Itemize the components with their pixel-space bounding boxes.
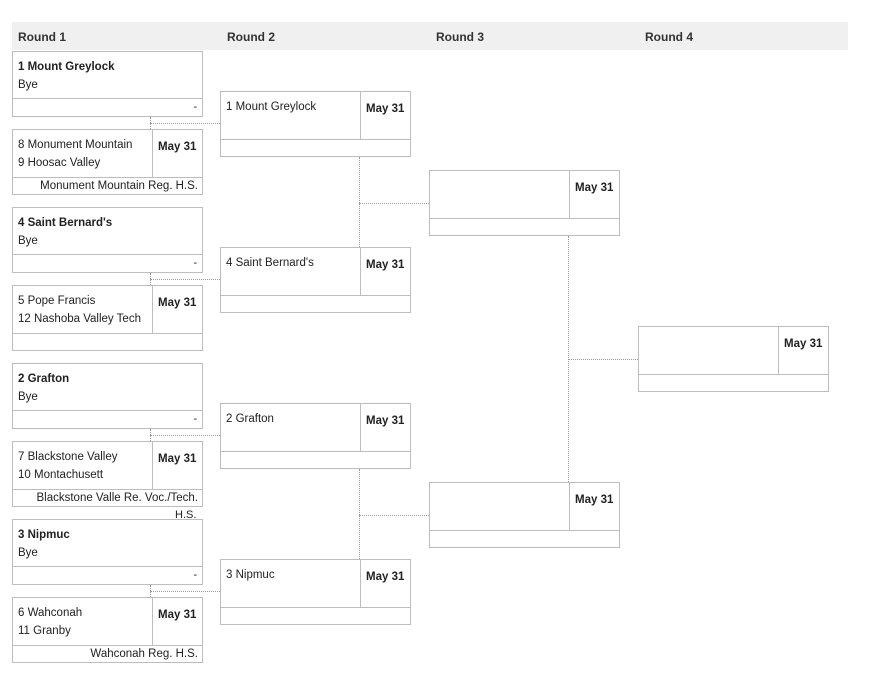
r1-m7-team: 3 Nipmuc (18, 529, 70, 541)
r4-m1-date: May 31 (784, 338, 823, 350)
r2-match-2[interactable]: 4 Saint Bernard's May 31 (220, 247, 411, 313)
round-3-label: Round 3 (436, 30, 484, 44)
r2-match-3[interactable]: 2 Grafton May 31 (220, 403, 411, 469)
r1-m7-dash: - (193, 569, 197, 581)
r1-m3-team: 4 Saint Bernard's (18, 217, 113, 229)
r2-m1-team: 1 Mount Greylock (226, 101, 317, 113)
r2-m3-date: May 31 (366, 415, 405, 427)
r1-m5-dash: - (193, 413, 197, 425)
r1-g4-venue: Wahconah Reg. H.S. (90, 648, 198, 660)
r1-m1-opponent: Bye (18, 79, 38, 91)
connector (359, 203, 429, 204)
connector (150, 591, 220, 592)
r2-m3-team: 2 Grafton (226, 413, 274, 425)
r1-game-match-4[interactable]: 6 Wahconah 11 Granby May 31 Wahconah Reg… (12, 597, 203, 663)
r2-m2-team: 4 Saint Bernard's (226, 257, 314, 269)
r1-m5-team: 2 Grafton (18, 373, 70, 385)
r1-g3-date: May 31 (158, 453, 197, 465)
r1-g1-team2: 9 Hoosac Valley (18, 157, 101, 169)
round-4-label: Round 4 (645, 30, 693, 44)
r1-g2-date: May 31 (158, 297, 197, 309)
r2-match-1[interactable]: 1 Mount Greylock May 31 (220, 91, 411, 157)
r1-g3-venue: Blackstone Valle Re. Voc./Tech. (36, 492, 198, 504)
r1-game-match-3[interactable]: 7 Blackstone Valley 10 Montachusett May … (12, 441, 203, 507)
r1-g3-team2: 10 Montachusett (18, 469, 104, 481)
r1-g1-venue: Monument Mountain Reg. H.S. (40, 180, 198, 192)
r1-bye-match-1[interactable]: 1 Mount Greylock Bye - (12, 51, 203, 117)
r1-g4-team2: 11 Granby (18, 625, 71, 637)
r1-g3-venue-overflow: H.S. (175, 509, 197, 521)
r3-m2-date: May 31 (575, 494, 614, 506)
connector (568, 359, 638, 360)
connector (150, 279, 220, 280)
connector (150, 123, 220, 124)
r1-m7-opponent: Bye (18, 547, 38, 559)
connector (150, 435, 220, 436)
r3-match-1[interactable]: May 31 (429, 170, 620, 236)
r1-game-match-2[interactable]: 5 Pope Francis 12 Nashoba Valley Tech Ma… (12, 285, 203, 351)
r1-m5-opponent: Bye (18, 391, 38, 403)
r1-bye-match-2[interactable]: 4 Saint Bernard's Bye - (12, 207, 203, 273)
r1-g1-team1: 8 Monument Mountain (18, 139, 133, 151)
r3-match-2[interactable]: May 31 (429, 482, 620, 548)
connector (359, 469, 360, 559)
r1-m1-team: 1 Mount Greylock (18, 61, 115, 73)
r1-m1-dash: - (193, 101, 197, 113)
r2-m1-date: May 31 (366, 103, 405, 115)
connector (359, 157, 360, 247)
r1-m3-opponent: Bye (18, 235, 38, 247)
r2-match-4[interactable]: 3 Nipmuc May 31 (220, 559, 411, 625)
r4-final-match[interactable]: May 31 (638, 326, 829, 392)
r3-m1-date: May 31 (575, 182, 614, 194)
r2-m4-team: 3 Nipmuc (226, 569, 275, 581)
r1-g2-team2: 12 Nashoba Valley Tech (18, 313, 141, 325)
r1-g1-date: May 31 (158, 141, 197, 153)
r2-m2-date: May 31 (366, 259, 405, 271)
r1-g3-team1: 7 Blackstone Valley (18, 451, 118, 463)
r2-m4-date: May 31 (366, 571, 405, 583)
r1-g2-team1: 5 Pope Francis (18, 295, 96, 307)
round-header-bar (12, 22, 848, 50)
r1-bye-match-3[interactable]: 2 Grafton Bye - (12, 363, 203, 429)
r1-m3-dash: - (193, 257, 197, 269)
r1-game-match-1[interactable]: 8 Monument Mountain 9 Hoosac Valley May … (12, 129, 203, 195)
round-1-label: Round 1 (18, 30, 66, 44)
r1-g4-team1: 6 Wahconah (18, 607, 83, 619)
connector (359, 515, 429, 516)
r1-bye-match-4[interactable]: 3 Nipmuc Bye - (12, 519, 203, 585)
r1-g4-date: May 31 (158, 609, 197, 621)
round-2-label: Round 2 (227, 30, 275, 44)
